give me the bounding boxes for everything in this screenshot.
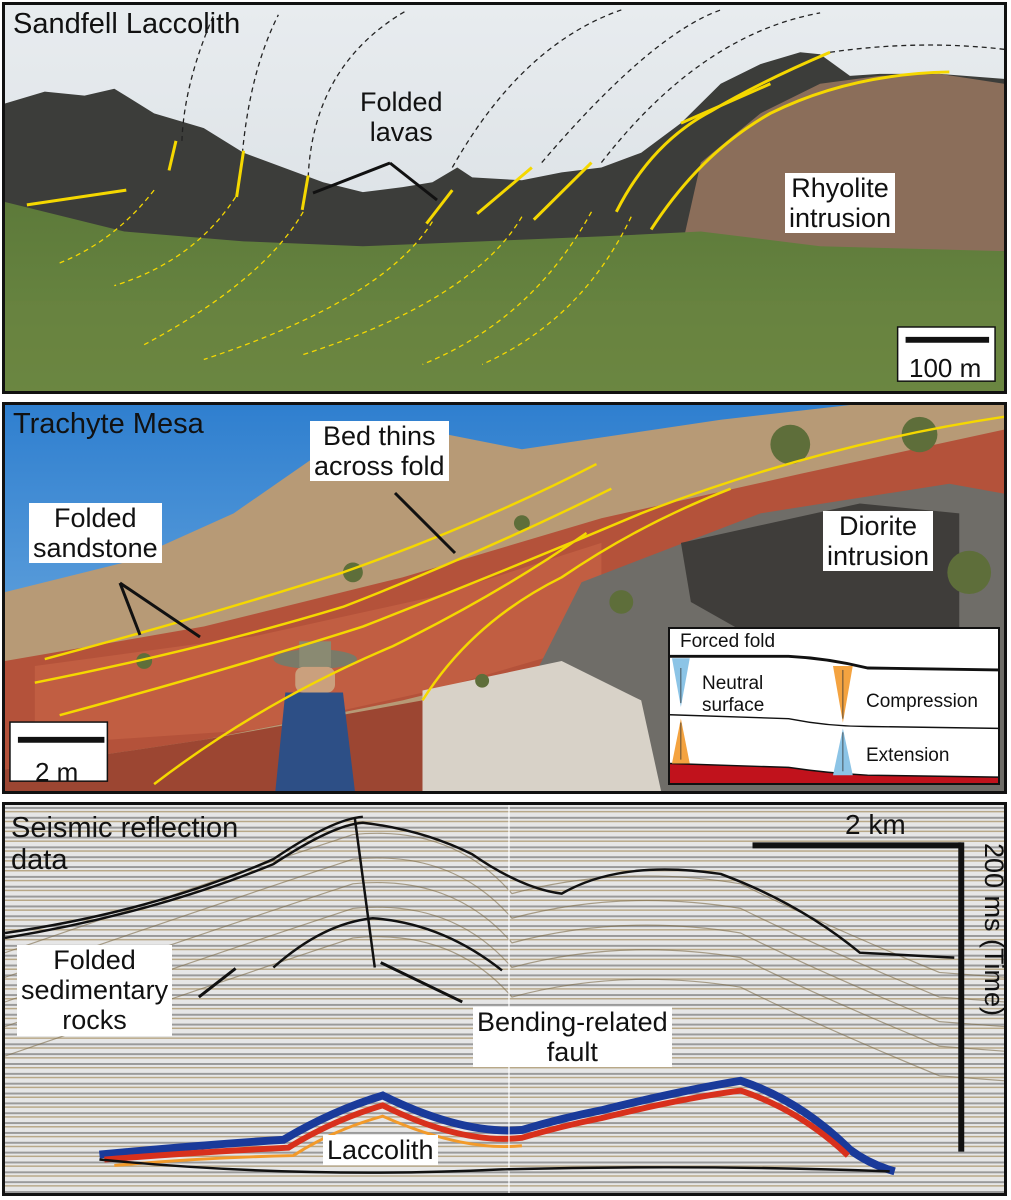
- scale-bar-label: 100 m: [909, 353, 982, 383]
- horizontal-scale-label: 2 km: [845, 809, 906, 840]
- extension-label: Extension: [866, 745, 950, 766]
- forced-fold-title: Forced fold: [680, 631, 776, 652]
- laccolith-label: Laccolith: [323, 1135, 438, 1166]
- folded-lavas-leader-lines: [312, 161, 438, 202]
- vertical-scale-label: 200 ms (Time): [977, 843, 1007, 1153]
- diorite-intrusion-label: Diorite intrusion: [823, 511, 934, 572]
- vertical-scale-text: 200 ms (Time): [979, 843, 1007, 1017]
- forced-fold-schematic: [670, 654, 998, 783]
- folded-sedimentary-rocks-label: Folded sedimentary rocks: [17, 945, 173, 1036]
- bending-related-fault-label: Bending-related fault: [473, 1007, 672, 1068]
- panel-title: Sandfell Laccolith: [13, 8, 241, 40]
- trachyte-leader-lines: [118, 491, 457, 639]
- trachyte-mesa-panel: Trachyte Mesa Bed thins across fold Fold…: [2, 402, 1007, 794]
- trachyte-mesa-photo: [5, 405, 1004, 791]
- panel-title: Seismic reflection data: [11, 812, 239, 876]
- bed-thins-label: Bed thins across fold: [310, 421, 449, 482]
- seismic-reflection-panel: Seismic reflection data 2 km 200 ms (Tim…: [2, 802, 1007, 1196]
- folded-lavas-label: Folded lavas: [360, 87, 443, 148]
- panel-title: Trachyte Mesa: [13, 408, 204, 440]
- scale-bar-label: 2 m: [35, 757, 79, 787]
- folded-sandstone-label: Folded sandstone: [29, 503, 162, 564]
- rhyolite-intrusion-label: Rhyolite intrusion: [785, 173, 896, 234]
- compression-label: Compression: [866, 691, 978, 712]
- forced-fold-diagram: Forced fold Neutral surface Compression …: [668, 627, 1000, 785]
- neutral-surface-label: Neutral surface: [702, 673, 765, 716]
- sandfell-laccolith-panel: Sandfell Laccolith Folded lavas Rhyolite…: [2, 2, 1007, 394]
